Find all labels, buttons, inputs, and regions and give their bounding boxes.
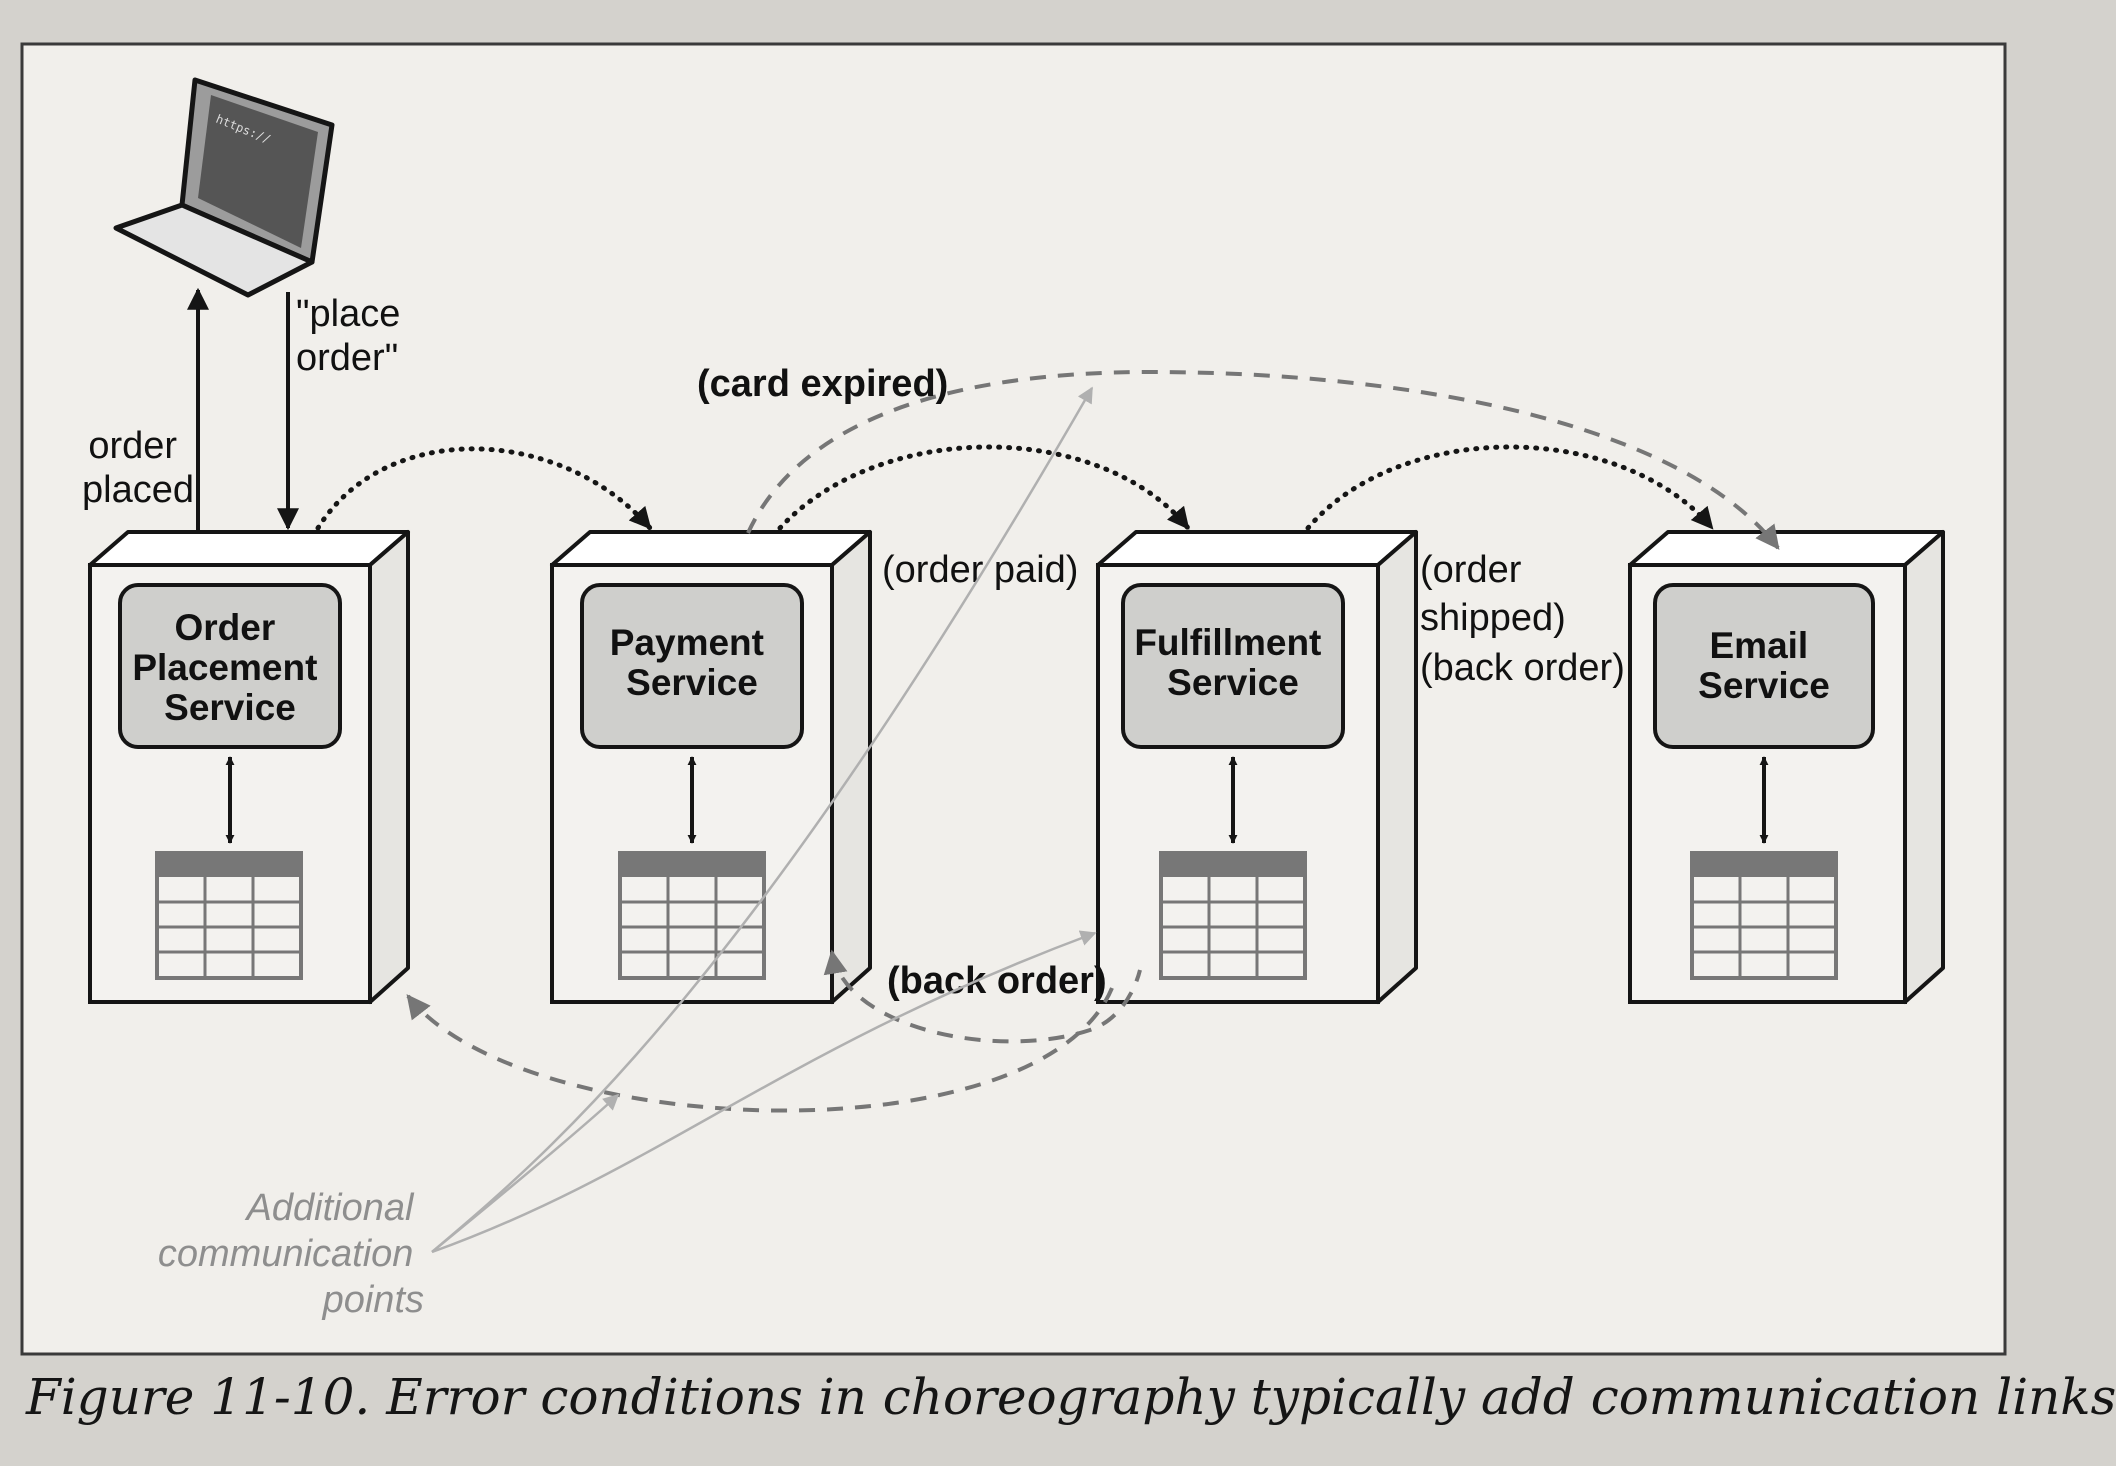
svg-text:Fulfillment Service: Fulfillment Service	[1134, 622, 1331, 703]
service-label-box	[1653, 583, 1875, 749]
annotation-pointers	[431, 386, 1097, 1254]
svg-text:Payment Service: Payment Service	[610, 622, 775, 703]
place-order-label: "place order"	[296, 293, 411, 379]
database-table-icon	[155, 851, 303, 980]
dotted-event-arrow	[1305, 444, 1715, 531]
service-order-placement: Order Placement Service	[88, 530, 410, 1004]
svg-text:Email Service: Email Service	[1698, 625, 1830, 706]
service-label-box	[118, 583, 342, 749]
order-shipped-label: (order shipped)	[1420, 549, 1566, 639]
order-paid-label: (order paid)	[882, 549, 1078, 591]
database-table-icon	[1159, 851, 1307, 980]
service-label-box	[1121, 583, 1345, 749]
database-table-icon	[1690, 851, 1838, 980]
back-order-placement-arrow	[406, 987, 1114, 1113]
choreography-diagram: https:// order placed "place order" Orde…	[20, 42, 2007, 1356]
additional-communication-points-label: Additional communication points	[158, 1187, 424, 1321]
back-order-payment-arrow	[823, 949, 1142, 1044]
back-order-label-right: (back order)	[1420, 647, 1625, 689]
laptop-icon: https://	[113, 77, 335, 298]
dotted-event-arrow	[315, 446, 653, 531]
back-order-label-bottom: (back order)	[887, 960, 1107, 1002]
service-email: Email Service	[1628, 530, 1945, 1004]
database-table-icon	[618, 851, 766, 980]
service-fulfillment: Fulfillment Service	[1096, 530, 1418, 1004]
figure-caption: Figure 11-10. Error conditions in choreo…	[26, 1368, 2116, 1426]
order-placed-label: order placed	[82, 425, 194, 511]
service-payment: Payment Service	[550, 530, 872, 1004]
card-expired-label: (card expired)	[697, 363, 948, 405]
service-label-box	[580, 583, 804, 749]
dotted-event-arrow	[777, 444, 1191, 531]
svg-text:Order Placement Se: Order Placement Service	[132, 607, 327, 728]
